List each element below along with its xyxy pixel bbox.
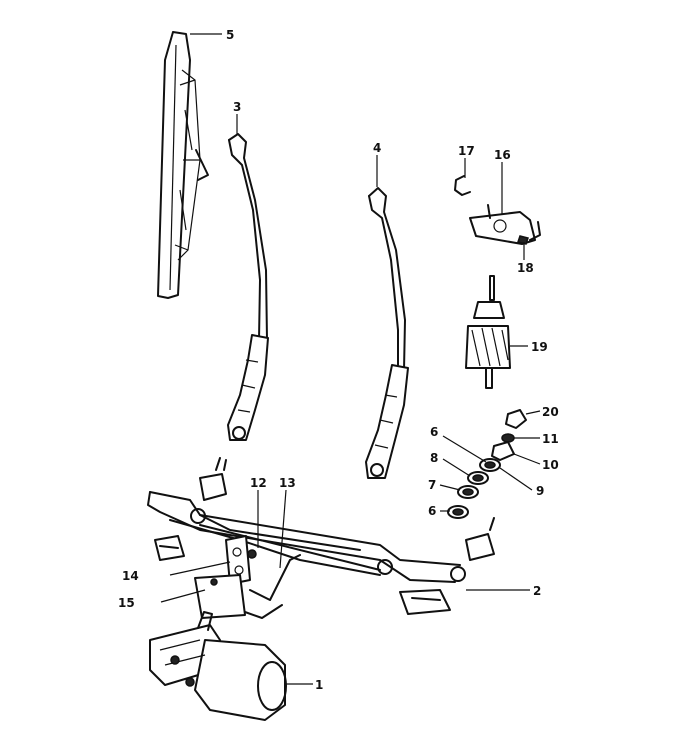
callout-6-upper: 6	[430, 425, 438, 439]
wiper-arm-right	[365, 187, 409, 479]
callout-2: 2	[533, 584, 541, 598]
callout-11: 11	[542, 432, 559, 446]
callout-18: 18	[517, 261, 534, 275]
callout-12: 12	[250, 476, 267, 490]
callout-15: 15	[118, 596, 135, 610]
callout-4: 4	[373, 141, 381, 155]
callout-1: 1	[315, 678, 323, 692]
motor-armature	[465, 275, 511, 389]
callout-16: 16	[494, 148, 511, 162]
brush-holder-plate	[454, 175, 541, 245]
callout-7: 7	[428, 478, 436, 492]
callout-20: 20	[542, 405, 559, 419]
callout-9: 9	[536, 484, 544, 498]
callout-3: 3	[233, 100, 241, 114]
callout-17: 17	[458, 144, 475, 158]
motor-mounting-bracket	[194, 535, 301, 619]
wiper-blade	[157, 31, 209, 299]
callout-6-lower: 6	[428, 504, 436, 518]
callout-19: 19	[531, 340, 548, 354]
callout-5: 5	[226, 28, 234, 42]
callout-10: 10	[542, 458, 559, 472]
wiper-arm-left	[227, 133, 269, 441]
callout-labels: 5 3 4 17 16 18 19 20 11 10 9 6 8 7 6 12 …	[118, 28, 559, 692]
wiper-linkage-frame	[147, 457, 495, 615]
callout-14: 14	[122, 569, 139, 583]
leader-lines	[160, 33, 541, 685]
callout-13: 13	[279, 476, 296, 490]
bushings-and-washers	[447, 409, 527, 519]
callout-8: 8	[430, 451, 438, 465]
wiper-motor	[149, 611, 287, 721]
